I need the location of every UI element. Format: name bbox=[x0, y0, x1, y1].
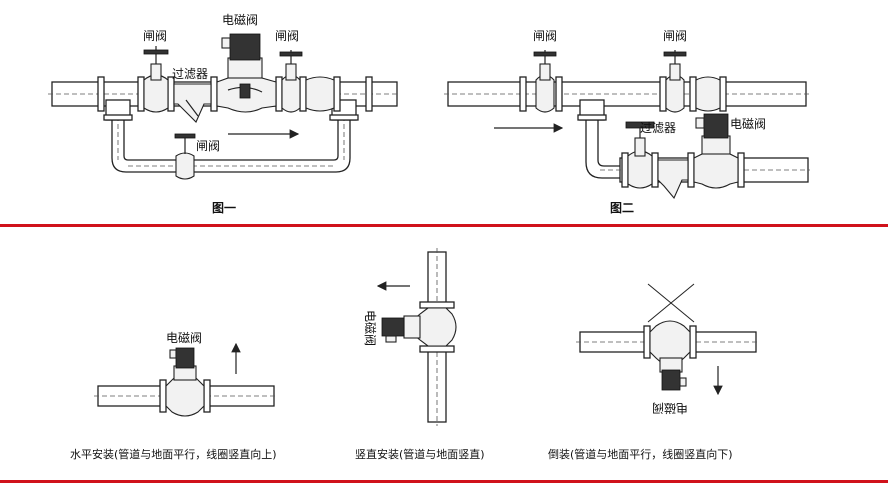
filter-icon bbox=[657, 159, 689, 200]
gate-valve-icon bbox=[663, 50, 687, 113]
gate-valve-label: 闸阀 bbox=[663, 29, 687, 43]
horizontal-install-diagram: 电磁阀 水平安装(管道与地面平行，线圈竖直向上) bbox=[70, 330, 278, 461]
divider-top bbox=[0, 224, 888, 227]
expansion-joint-icon bbox=[305, 76, 335, 112]
vertical-caption: 竖直安装(管道与地面竖直) bbox=[355, 447, 485, 461]
main-pipe bbox=[447, 81, 807, 107]
gate-valve-icon bbox=[143, 46, 169, 113]
gate-valve-icon bbox=[279, 50, 303, 113]
gate-valve-label: 闸阀 bbox=[533, 29, 557, 43]
figure-1-title: 图一 bbox=[212, 201, 236, 215]
solenoid-valve-label: 电磁阀 bbox=[730, 116, 766, 131]
solenoid-valve-label: 电磁阀 bbox=[222, 12, 258, 27]
figure-1-diagram: 闸阀 电磁阀 闸阀 过滤器 闸阀 图一 bbox=[48, 12, 400, 215]
solenoid-valve-label: 电磁阀 bbox=[652, 401, 688, 416]
inverted-caption: 倒装(管道与地面平行，线圈竖直向下) bbox=[548, 447, 733, 461]
expansion-joint-icon bbox=[695, 76, 721, 112]
horizontal-caption: 水平安装(管道与地面平行，线圈竖直向上) bbox=[70, 447, 277, 461]
gate-valve-label: 闸阀 bbox=[196, 139, 220, 153]
solenoid-valve-icon bbox=[216, 33, 277, 113]
solenoid-valve-label: 电磁阀 bbox=[166, 330, 202, 345]
divider-bottom bbox=[0, 480, 888, 483]
gate-valve-label: 闸阀 bbox=[143, 29, 167, 43]
filter-icon bbox=[173, 83, 212, 123]
figure-2-diagram: 闸阀 闸阀 过滤器 电磁阀 图二 bbox=[444, 29, 810, 215]
filter-label: 过滤器 bbox=[172, 67, 208, 81]
figure-2-title: 图二 bbox=[610, 201, 634, 215]
gate-valve-label: 闸阀 bbox=[275, 29, 299, 43]
gate-valve-icon bbox=[174, 133, 196, 180]
bypass-pipe bbox=[111, 117, 351, 173]
solenoid-valve-icon bbox=[693, 113, 739, 189]
filter-label: 过滤器 bbox=[640, 121, 676, 135]
gate-valve-icon bbox=[533, 50, 557, 113]
gate-valve-icon bbox=[625, 121, 655, 189]
vertical-install-diagram: 电磁阀 竖直安装(管道与地面竖直) bbox=[355, 248, 485, 461]
solenoid-valve-label: 电磁阀 bbox=[363, 310, 378, 346]
inverted-install-diagram: 电磁阀 倒装(管道与地面平行，线圈竖直向下) bbox=[548, 283, 760, 461]
